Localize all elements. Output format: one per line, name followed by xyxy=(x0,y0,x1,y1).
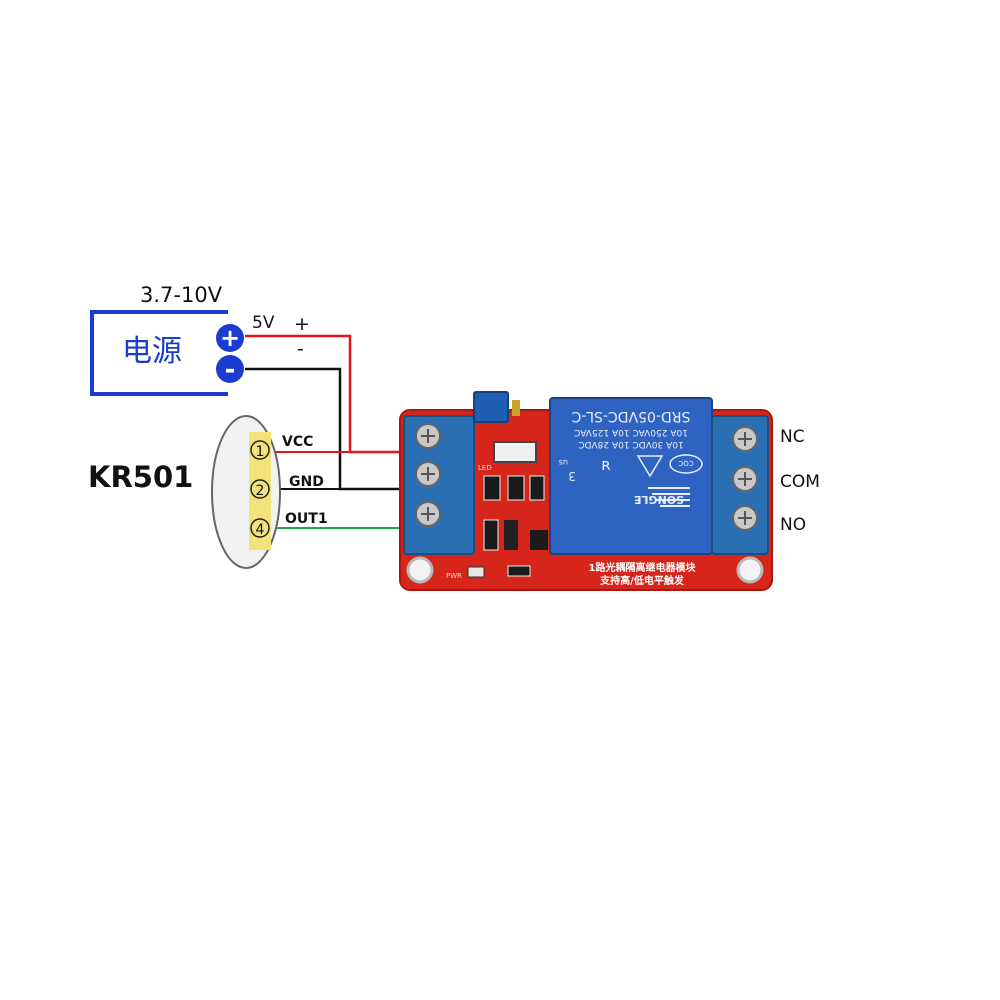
supply-minus-symbol: - xyxy=(225,355,236,385)
supply-voltage-label: 3.7-10V xyxy=(140,283,223,307)
supply-plus-symbol: + xyxy=(220,324,240,352)
songle-logo-icon xyxy=(648,487,690,507)
supply-plus-terminal xyxy=(216,324,244,352)
pwr-led xyxy=(467,566,485,578)
sensor-pin-1-marker xyxy=(250,440,270,460)
sensor-name: KR501 xyxy=(88,460,193,494)
sensor-pin-4-marker xyxy=(250,518,270,538)
sensor-pin-label-out1: OUT1 xyxy=(285,511,328,527)
relay-board: LED PWR SRD-05VDC-SL-C 10A 250VAC 10A 12… xyxy=(399,391,773,591)
optocoupler xyxy=(493,441,537,463)
minus-sign-label: - xyxy=(297,338,304,360)
cqc-mark-icon xyxy=(669,454,703,474)
relay-model: SRD-05VDC-SL-C xyxy=(571,408,690,424)
diode xyxy=(504,520,518,550)
power-supply-box: 电源 + - xyxy=(90,310,244,396)
sensor-pin-4-number: 4 xyxy=(256,522,265,538)
cqc-mark-text: CQC xyxy=(678,459,693,467)
smd-component xyxy=(483,519,499,551)
ur-mark-icon: ʀ xyxy=(601,455,611,474)
supply-minus-terminal xyxy=(216,355,244,383)
output-label-no: NO xyxy=(780,515,806,535)
board-text-line-1: 1路光耦隔离继电器模块 xyxy=(589,561,697,574)
smd-component xyxy=(507,475,525,501)
output-label-com: COM xyxy=(780,472,820,492)
led-label: LED xyxy=(478,464,492,472)
mounting-hole xyxy=(406,556,434,584)
sensor-pin-2-number: 2 xyxy=(256,483,265,499)
transistor xyxy=(530,530,548,550)
smd-component xyxy=(529,475,545,501)
trigger-jumper xyxy=(473,391,509,423)
sensor-pin-label-gnd: GND xyxy=(289,474,324,490)
plus-sign-label: + xyxy=(294,313,310,335)
relay-rating-2: 10A 30VDC 10A 28VDC xyxy=(578,439,683,449)
smd-component xyxy=(483,475,501,501)
relay-number: 3 xyxy=(568,469,576,483)
sensor-pin-label-vcc: VCC xyxy=(282,434,313,450)
us-mark: us xyxy=(559,458,568,467)
sensor-pin-1-number: 1 xyxy=(256,444,265,460)
mounting-hole xyxy=(736,556,764,584)
supply-name-label: 电源 xyxy=(122,334,182,369)
sensor-pin-2-marker xyxy=(250,479,270,499)
sensor-body: 1 2 4 xyxy=(211,415,281,569)
smd-component xyxy=(507,565,531,577)
relay-rating-1: 10A 250VAC 10A 125VAC xyxy=(574,427,688,437)
relay-label-group: SRD-05VDC-SL-C 10A 250VAC 10A 125VAC 10A… xyxy=(559,408,691,506)
board-text-line-2: 支持高/低电平触发 xyxy=(599,574,685,587)
output-voltage-label: 5V xyxy=(252,313,275,333)
output-label-nc: NC xyxy=(780,427,805,447)
pwr-label: PWR xyxy=(446,572,462,580)
triangle-mark-icon xyxy=(636,455,664,478)
